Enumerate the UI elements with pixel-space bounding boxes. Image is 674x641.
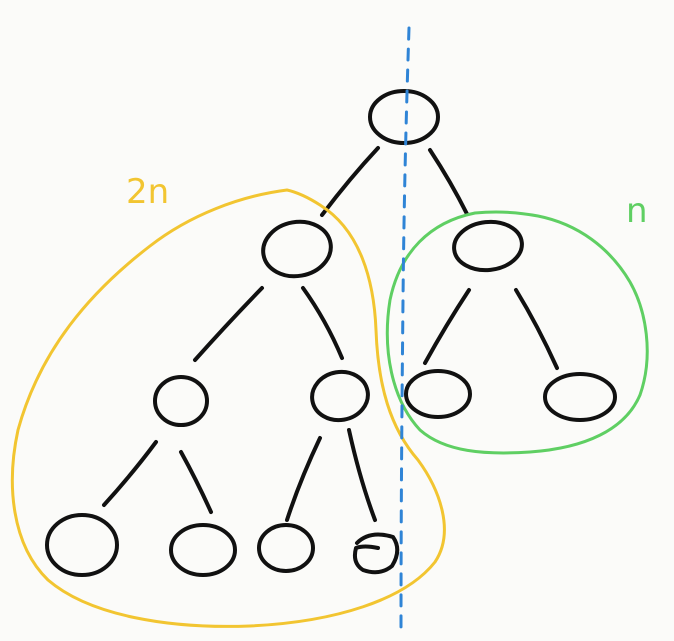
tree-node-leaf-4: [352, 532, 400, 575]
right-group-enclosure: [385, 210, 649, 455]
tree-node-leaf-1: [45, 513, 119, 577]
left-group-label: 2n: [126, 172, 169, 212]
edge-right-to-leftchild: [423, 288, 471, 365]
edge-left-to-leftchild: [193, 286, 264, 362]
vertical-divider-line: [399, 26, 411, 637]
right-group-label: n: [626, 191, 648, 231]
edge-root-left: [320, 146, 380, 217]
edge-right-to-rightchild: [514, 288, 559, 370]
tree-node-root: [368, 89, 440, 145]
edge-ll-right: [179, 450, 213, 514]
left-group-enclosure: [10, 188, 446, 628]
tree-node-left-right: [310, 369, 370, 423]
tree-node-right-left: [404, 369, 472, 419]
tree-node-right-right: [543, 372, 617, 422]
edge-lr-left: [285, 436, 322, 522]
tree-nodes: [45, 89, 617, 577]
edge-left-to-rightchild: [301, 286, 344, 360]
edge-root-right: [428, 148, 469, 216]
edge-ll-left: [102, 440, 158, 507]
edge-lr-right: [347, 428, 377, 522]
tree-edges: [102, 146, 559, 522]
tree-node-right: [452, 219, 524, 273]
tree-node-leaf-2: [169, 523, 237, 577]
tree-node-leaf-3: [257, 523, 315, 573]
tree-node-left: [261, 219, 333, 279]
tree-node-left-left: [153, 375, 209, 427]
